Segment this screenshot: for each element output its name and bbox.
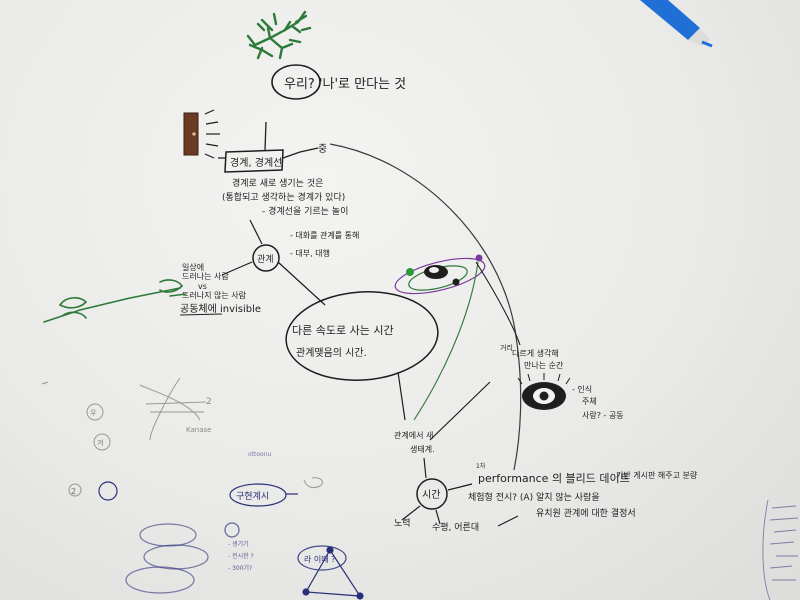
time-circle-label: 시간 (422, 489, 440, 501)
bottom-right-note: 유치원 관계에 대한 결정서 (536, 507, 636, 519)
bottom-left-note: 노력 (394, 517, 411, 529)
performance-line-2: 체험형 전시? (A) 알지 않는 사람을 (468, 491, 600, 503)
orbit-note-1: 거리 (500, 343, 513, 352)
center-line-2: 관계맺음의 시간. (296, 347, 367, 359)
top-question: 우리? '나'로 만다는 것 (284, 77, 406, 92)
bottom-mid-note: 수평, 어른대 (432, 522, 479, 533)
eye-drawing (517, 373, 571, 410)
green-hands-drawing (43, 279, 187, 323)
performance-right: 기반 게시판 해주고 분량 (616, 470, 698, 480)
blue-notes (98, 481, 364, 600)
green-tree-drawing (246, 10, 312, 60)
time-circle (416, 478, 448, 510)
relation-circle-label: 관계 (257, 253, 274, 265)
right-edge-scribbles (762, 499, 799, 600)
faded-small: ottoonu (248, 451, 272, 458)
left-note-3: vs (198, 282, 207, 291)
orbit-note-3: 만나는 순간 (524, 360, 564, 370)
faded-number: 2 (71, 487, 76, 496)
central-oval (285, 291, 439, 381)
faded-list-3: - 300기? (228, 564, 252, 572)
left-note-4: 드러나지 않는 사람 (182, 291, 247, 300)
orbit-note-2: 다르게 생각해 (512, 348, 559, 358)
door-drawing (183, 109, 220, 159)
eye-note-1: - 인식 (572, 384, 592, 394)
faded-box-1: 구현계시 (236, 490, 269, 502)
relation-note-2: - 대부, 대행 (290, 248, 330, 258)
relation-circle (252, 244, 280, 272)
faded-list-1: - 생기기 (228, 540, 249, 548)
left-note-1: 일상에 (182, 262, 204, 272)
blue-marker (640, 0, 713, 48)
orbit-drawing (394, 254, 486, 295)
relation-new-2: 생태계. (410, 444, 435, 454)
invisible-label: 공동체에 invisible (180, 303, 261, 315)
relation-new-1: 관계에서 새 (394, 430, 433, 440)
long-arc (329, 143, 522, 471)
note-line-3: - 경계선을 기르는 놀이 (262, 205, 348, 217)
relation-note-1: - 대화를 관계를 통해 (290, 230, 359, 240)
faded-q1: 우 (90, 409, 97, 417)
box-side-label: 중 (318, 143, 327, 155)
faded-two: 2 (206, 397, 212, 407)
performance-tag: 1차 (476, 462, 486, 470)
question-oval (271, 64, 321, 100)
faded-list-2: - 전시한 ? (228, 552, 254, 560)
performance-line: performance 의 블리드 데이트 (478, 472, 630, 485)
note-line-2: (통합되고 생각하는 경계가 있다) (222, 191, 345, 203)
faded-q2: 겨 (97, 438, 103, 447)
faded-notes (68, 377, 323, 497)
boundary-box (218, 121, 319, 173)
faded-kanase: Kanase (186, 426, 211, 434)
note-line-1: 경계로 새로 생기는 것은 (232, 177, 323, 189)
left-note-2: 드러나는 사람 (182, 272, 229, 281)
faded-box-2: 라 이때 ? (304, 554, 335, 564)
eye-note-3: 사랑? - 공동 (582, 410, 624, 420)
center-line-1: 다른 속도로 사는 시간 (292, 324, 394, 337)
eye-note-2: 주체 (582, 396, 597, 406)
box-label: 경계, 경계선 (230, 156, 282, 169)
